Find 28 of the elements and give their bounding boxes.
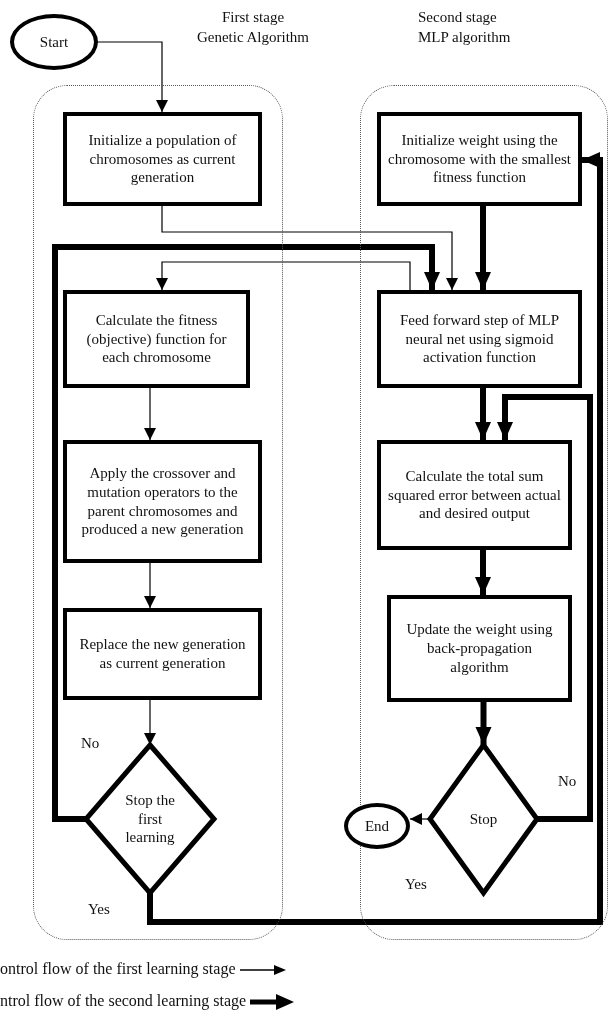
arrow <box>475 550 491 595</box>
arrow <box>144 562 156 609</box>
arrow <box>147 152 603 925</box>
arrow <box>475 702 492 745</box>
decision-text: Stop <box>469 809 498 829</box>
arrow <box>497 394 593 822</box>
process-box: Replace the new generation as current generation <box>63 608 262 700</box>
process-box: Update the weight using back-propagation algorithm <box>387 595 572 702</box>
process-box: Calculate the fitness (objective) function for each chromosome <box>63 290 250 388</box>
stage-heading: Second stage MLP algorithm <box>418 8 512 47</box>
start-oval: Start <box>10 14 98 70</box>
arrow <box>156 261 411 291</box>
decision-text: Stop the first learning <box>124 790 176 848</box>
stage-heading: First stage Genetic Algorithm <box>195 8 311 47</box>
arrow <box>52 244 440 822</box>
arrow <box>144 387 156 441</box>
process-box: Apply the crossover and mutation operators to the parent chromosomes and produced a new generation <box>63 440 262 563</box>
arrow <box>97 41 168 113</box>
process-box: Initialize weight using the chromosome with the smallest fitness function <box>377 112 582 206</box>
process-box: Calculate the total sum squared error between actual and desired output <box>377 440 572 550</box>
process-box: Initialize a population of chromosomes as current generation <box>63 112 262 206</box>
legend-text: ontrol flow of the first learning stage <box>0 960 236 978</box>
end-oval: End <box>344 803 410 849</box>
process-box: Feed forward step of MLP neural net using sigmoid activation function <box>377 290 582 388</box>
arrow <box>161 205 458 291</box>
arrow <box>475 388 491 440</box>
legend-text: ntrol flow of the second learning stage <box>0 992 247 1010</box>
arrow <box>475 206 491 290</box>
